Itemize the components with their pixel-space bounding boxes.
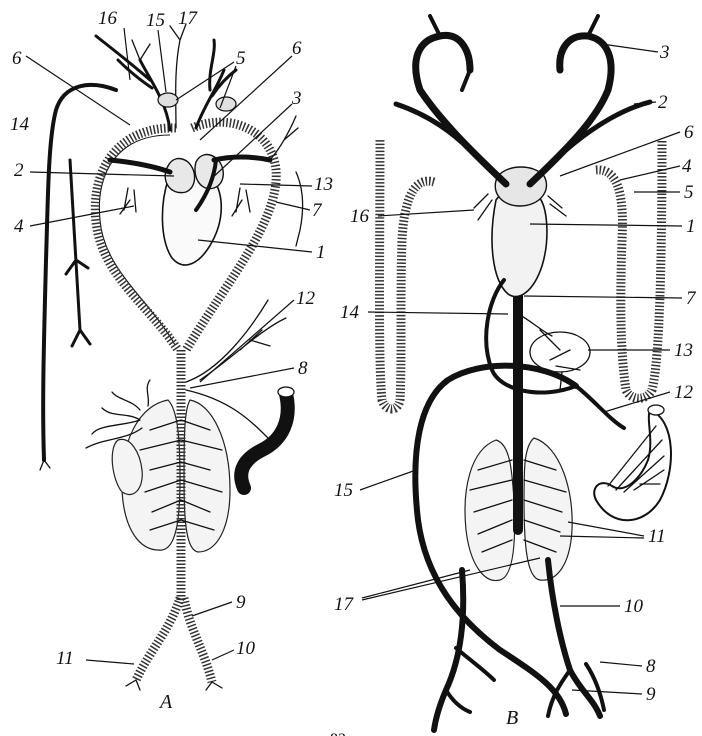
panel-b-leader-8 [600,662,642,666]
panel-a-label-10: 10 [236,638,256,659]
panel-b-label-1: 1 [686,216,696,237]
panel-b-leader-11a [568,522,644,536]
panel-a-vena-right [214,157,270,160]
panel-a-label-16: 16 [98,8,118,29]
panel-a-leader-16 [124,28,130,80]
panel-a-leader-15 [158,30,166,92]
panel-b-subclavian-right [566,102,650,150]
panel-a-label-2: 2 [14,160,24,181]
panel-a-gland-right [216,97,236,111]
panel-b-carotid-left [416,35,506,184]
panel-b-label-16: 16 [350,206,370,227]
panel-b-label-14: 14 [340,302,360,323]
panel-b-leader-16 [378,210,474,216]
panel-b-leader-14 [368,312,508,314]
panel-a-labels: 6 16 15 17 5 6 3 14 2 13 4 7 1 12 8 9 11… [10,8,333,713]
panel-b-right-loop [596,140,662,398]
panel-a-leader-8 [190,368,294,388]
panel-a-cutaneous-lower [40,460,50,470]
panel-b-outer-left [430,16,598,90]
panel-b-label-13: 13 [674,340,693,361]
panel-b-arch-to-gut [486,280,624,428]
panel-a-label-14: 14 [10,114,30,135]
panel-a-label-15: 15 [146,10,165,31]
panel-a-label-7: 7 [312,200,323,221]
panel-a-leader-11 [86,660,134,664]
panel-a-leader-13 [240,184,312,186]
panel-a-label-12: 12 [296,288,316,309]
panel-b-label-8: 8 [646,656,656,677]
panel-a-label-6a: 6 [12,48,22,69]
panel-b-leader-17b [362,558,540,600]
panel-b-leader-4 [620,166,680,180]
panel-a-leg-branches [126,680,222,690]
panel-a-label-5: 5 [236,48,246,69]
panel-b-intestine-end [648,405,664,415]
panel-a-intestine-end [278,387,294,397]
panel-b-caption: B [506,707,518,729]
page-number: 83 [330,731,346,736]
panel-b-leader-11b [560,536,644,538]
panel-a-label-8: 8 [298,358,308,379]
panel-a-leader-9 [192,602,232,616]
panel-a-caption: A [158,691,173,713]
panel-a-jugular-right [196,40,236,128]
panel-b-mesenteric [518,314,580,390]
panel-a-label-17: 17 [178,8,199,29]
panel-a-left-vessel [66,160,90,346]
panel-a-label-3: 3 [291,88,302,109]
panel-b-intestine [594,410,671,520]
panel-b-left-loop [380,140,435,409]
panel-a-drawing [40,24,303,690]
panel-a-iliac-left [136,598,180,680]
panel-b-label-15: 15 [334,480,353,501]
panel-b-label-5: 5 [684,182,694,203]
panel-a-jugular-left [96,36,170,130]
panel-a-gland-left [158,93,178,107]
panel-b-label-3: 3 [659,42,670,63]
panel-a-leader-6b [200,56,292,140]
panel-b-label-12: 12 [674,382,694,403]
panel-a-label-1: 1 [316,242,326,263]
panel-a-arch-left-edge [99,135,175,345]
panel-b-leader-17a [362,570,470,598]
panel-a-cutaneous [43,85,116,460]
panel-b-label-4: 4 [682,156,692,177]
panel-a-right-branches [270,116,303,246]
panel-b-label-6: 6 [684,122,694,143]
panel-a-leader-10 [212,650,234,660]
panel-a-leader-7 [276,202,310,210]
panel-b-label-7: 7 [686,288,697,309]
panel-b-leader-15 [360,470,416,490]
panel-a-vena-left [110,160,170,172]
panel-b-drawing [380,16,671,730]
panel-a-label-9: 9 [236,592,246,613]
panel-a-label-6b: 6 [292,38,302,59]
panel-a-label-4: 4 [14,216,24,237]
panel-a-label-11: 11 [56,648,74,669]
panel-b-spleen [530,332,590,372]
panel-b-label-9: 9 [646,684,656,705]
panel-b-label-17: 17 [334,594,355,615]
panel-b-label-10: 10 [624,596,644,617]
panel-b-label-2: 2 [658,92,668,113]
panel-b-label-11: 11 [648,526,666,547]
panel-a-label-13: 13 [314,174,333,195]
